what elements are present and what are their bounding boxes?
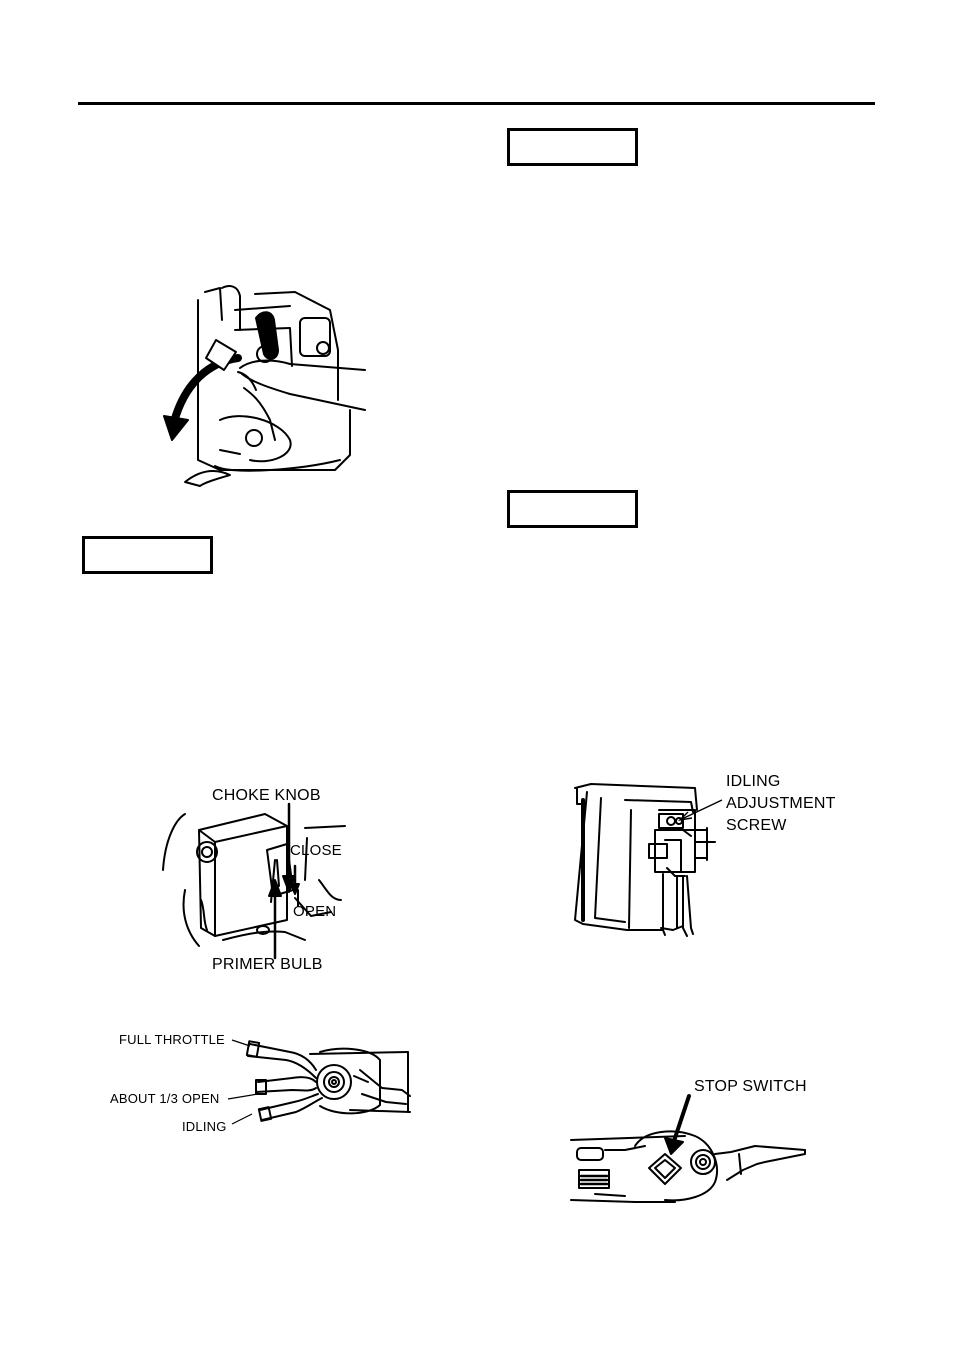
close-label: CLOSE <box>290 842 342 859</box>
about-one-third-open-label: ABOUT 1/3 OPEN <box>110 1091 220 1106</box>
header-rule <box>78 102 875 105</box>
idling-adjustment-label-line2: ADJUSTMENT <box>726 795 836 812</box>
notice-box-right-top <box>507 128 638 166</box>
choke-carburetor-icon <box>162 802 346 960</box>
notice-box-right-middle <box>507 490 638 528</box>
choke-figure <box>155 780 355 980</box>
full-throttle-label: FULL THROTTLE <box>119 1032 225 1047</box>
primer-bulb-label: PRIMER BULB <box>212 956 323 973</box>
idle-screw-figure <box>565 780 725 940</box>
recoil-starter-pull-icon <box>163 285 366 487</box>
stop-switch-handle-icon <box>570 1094 806 1203</box>
throttle-figure <box>230 1030 415 1122</box>
throttle-lever-icon <box>245 1040 411 1122</box>
idling-adjustment-label-line3: SCREW <box>726 817 787 834</box>
stop-switch-figure <box>565 1090 815 1210</box>
idling-adjustment-label-line1: IDLING <box>726 773 781 790</box>
notice-box-left <box>82 536 213 574</box>
carburetor-side-icon <box>574 783 716 937</box>
open-label: OPEN <box>293 903 337 920</box>
recoil-starter-figure <box>160 270 370 490</box>
idling-label: IDLING <box>182 1119 227 1134</box>
choke-knob-label: CHOKE KNOB <box>212 787 321 804</box>
stop-switch-label: STOP SWITCH <box>694 1078 807 1095</box>
